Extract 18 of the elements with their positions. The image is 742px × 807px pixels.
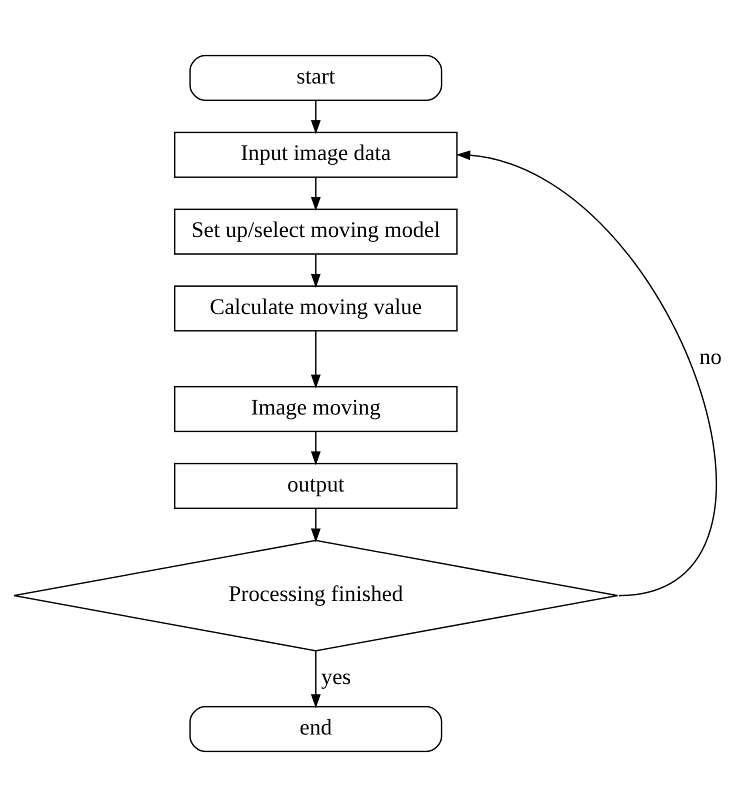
node-diamond: Processing finished xyxy=(13,540,618,652)
node-box: start xyxy=(189,54,442,101)
arrow xyxy=(310,177,321,212)
arrow xyxy=(310,432,321,466)
node-box: end xyxy=(189,706,442,752)
arrow xyxy=(310,254,321,288)
edge-label: no xyxy=(699,344,722,370)
arrow xyxy=(310,650,321,708)
arrow xyxy=(310,331,321,389)
node-box: Image moving xyxy=(174,386,458,432)
node-box: Set up/select moving model xyxy=(174,208,458,255)
node-box: output xyxy=(174,462,458,509)
node-box: Calculate moving value xyxy=(174,285,458,332)
arrow xyxy=(310,100,321,134)
edge-label: yes xyxy=(321,664,351,690)
arrow xyxy=(310,508,321,542)
arrow xyxy=(456,150,718,596)
node-box: Input image data xyxy=(174,132,458,178)
